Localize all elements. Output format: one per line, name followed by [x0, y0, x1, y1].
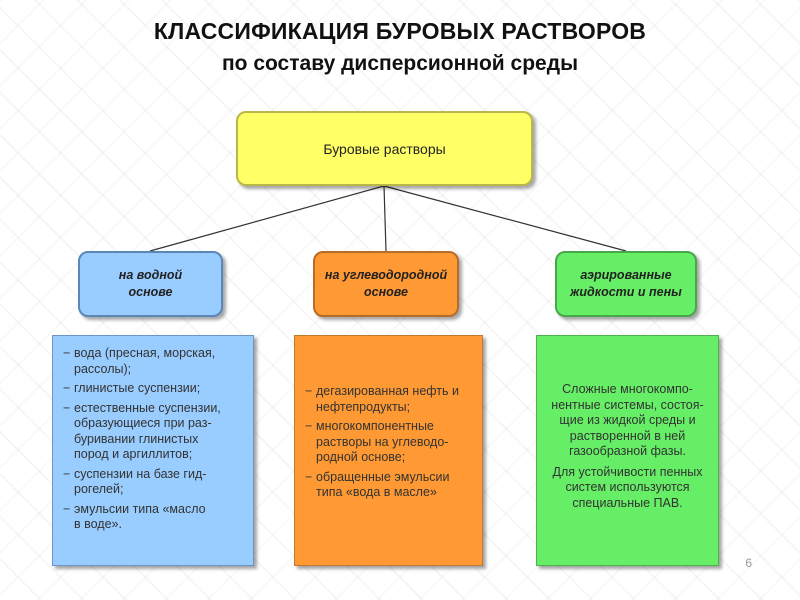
category-label: на углеводородной основе [324, 268, 448, 299]
bullet-dash-icon: − [63, 400, 71, 415]
bullet-dash-icon: − [63, 381, 71, 395]
bullet-dash-icon: − [305, 419, 313, 433]
list-item: −многокомпонентные растворы на углеводо-… [305, 419, 449, 464]
detail-water-based: −вода (пресная, морская, рассолы); −глин… [52, 335, 254, 566]
root-node: Буровые растворы [236, 111, 533, 186]
detail-list: −вода (пресная, морская, рассолы); −глин… [63, 346, 249, 533]
category-label: аэрированные жидкости и пены [570, 268, 682, 299]
list-item: −дегазированная нефть и нефтепродукты; [305, 384, 459, 414]
connector-root-aero [383, 185, 627, 252]
list-item: −эмульсии типа «масло в воде». [63, 501, 206, 532]
detail-paragraph: Сложные многокомпо- нентные системы, сос… [551, 382, 704, 458]
slide-title: КЛАССИФИКАЦИЯ БУРОВЫХ РАСТВОРОВ [153, 18, 647, 44]
detail-paragraph: Для устойчивости пенных систем использую… [552, 464, 703, 510]
slide-subtitle: по составу дисперсионной среды [221, 52, 579, 75]
list-item: −естественные суспензии, образующиеся пр… [63, 400, 221, 462]
connector-root-hydro [383, 185, 387, 252]
list-item: −глинистые суспензии; [63, 381, 201, 395]
root-node-label: Буровые растворы [323, 140, 446, 157]
page-number: 6 [745, 556, 752, 570]
detail-hydrocarbon-based: −дегазированная нефть и нефтепродукты; −… [294, 335, 483, 566]
detail-list: −дегазированная нефть и нефтепродукты; −… [305, 384, 478, 501]
list-item: −суспензии на базе гид- рогелей; [63, 466, 207, 497]
bullet-dash-icon: − [63, 346, 71, 360]
bullet-dash-icon: − [305, 469, 313, 484]
category-aerated-foams: аэрированные жидкости и пены [555, 251, 697, 317]
category-label: на водной основе [118, 268, 183, 299]
category-water-based: на водной основе [78, 251, 223, 317]
bullet-dash-icon: − [63, 466, 71, 481]
list-item: −вода (пресная, морская, рассолы); [63, 346, 216, 376]
list-item: −обращенные эмульсии типа «вода в масле» [305, 469, 450, 500]
bullet-dash-icon: − [305, 384, 313, 398]
bullet-dash-icon: − [63, 501, 71, 516]
category-hydrocarbon-based: на углеводородной основе [313, 251, 459, 317]
detail-aerated-foams: Сложные многокомпо- нентные системы, сос… [536, 335, 719, 566]
connector-root-water [149, 185, 385, 252]
